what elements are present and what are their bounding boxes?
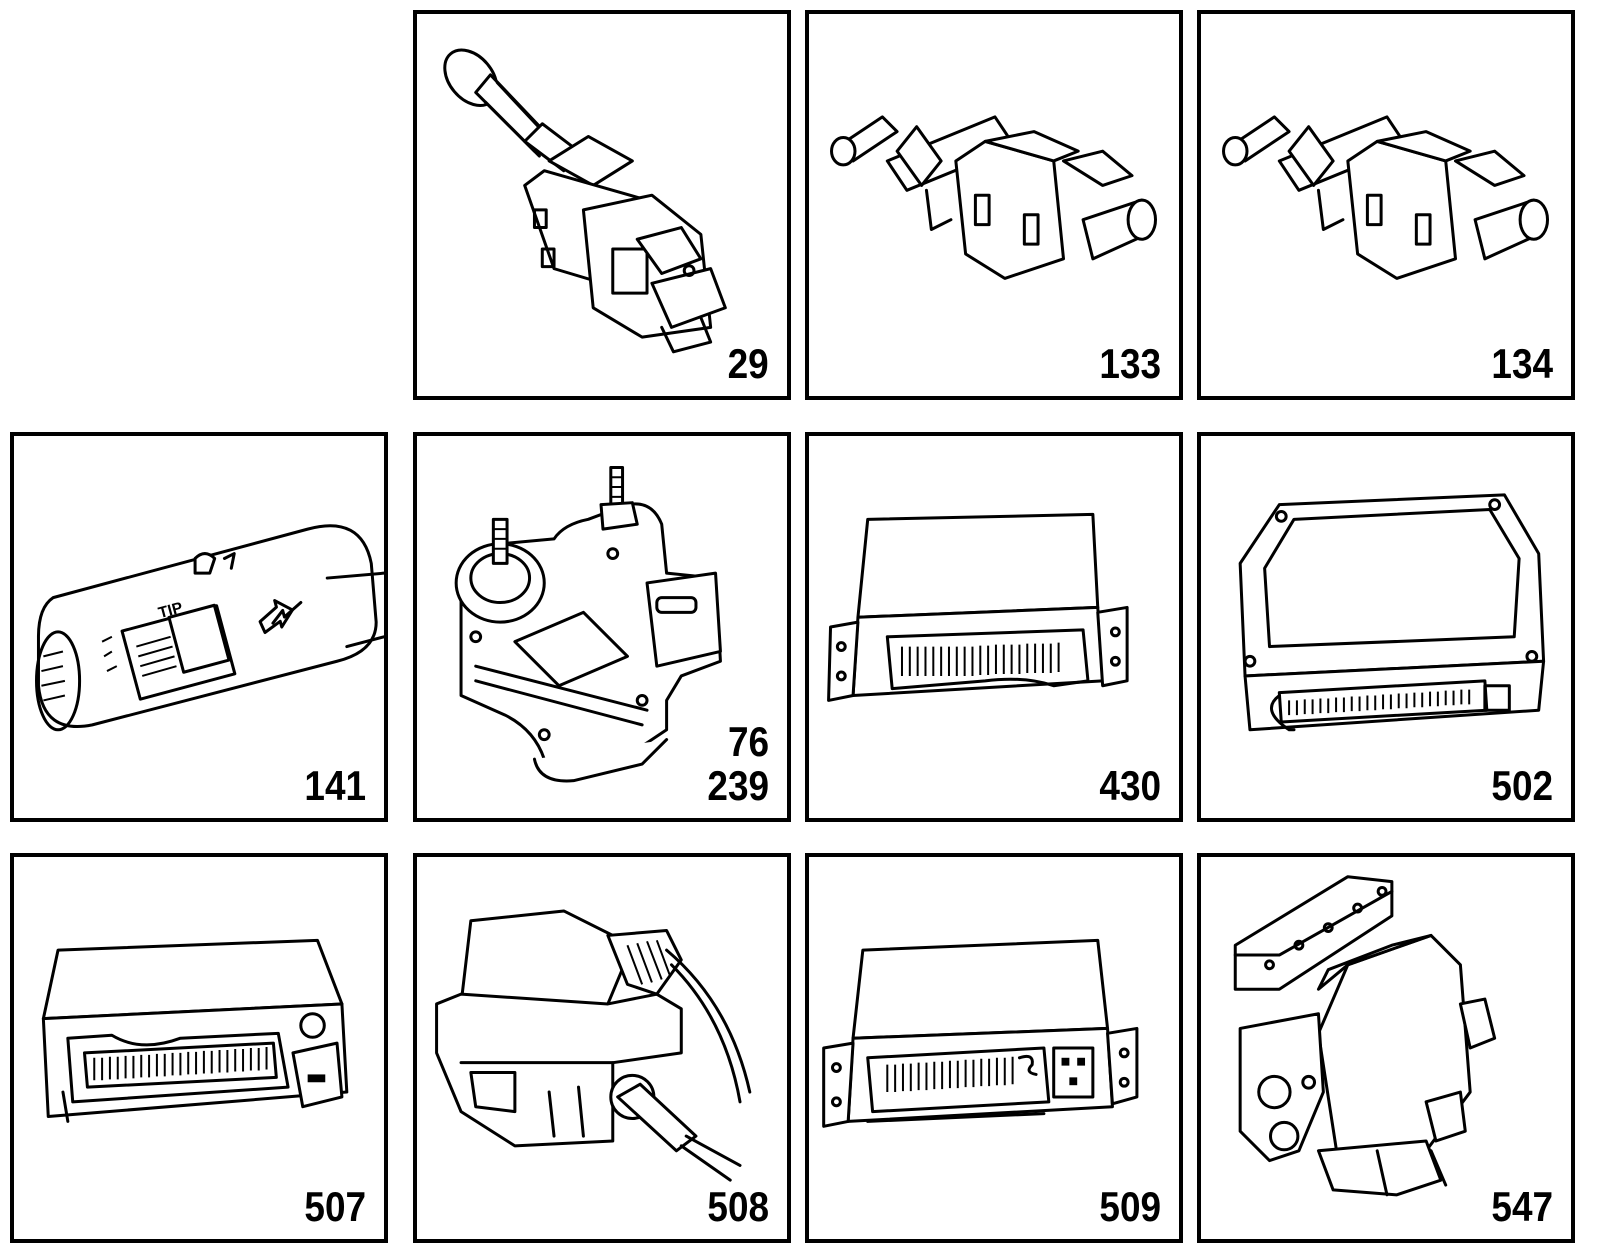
panel-141: TIP 141 xyxy=(10,432,388,822)
panel-547: 547 xyxy=(1197,853,1575,1243)
panel-134: 134 xyxy=(1197,10,1575,400)
airbag-module-illustration xyxy=(417,857,787,1239)
panel-133: 133 xyxy=(805,10,1183,400)
part-number-label: 430 xyxy=(1099,762,1161,809)
engine-control-module-illustration xyxy=(1201,436,1571,818)
panel-430: 430 xyxy=(805,432,1183,822)
brake-switch-illustration xyxy=(417,14,787,396)
part-number-label: 547 xyxy=(1491,1183,1553,1230)
throttle-potentiometer-illustration xyxy=(417,436,787,818)
control-unit-illustration xyxy=(809,436,1179,818)
control-unit-illustration xyxy=(809,857,1179,1239)
tip-text: TIP xyxy=(157,599,185,622)
control-unit-illustration xyxy=(14,857,384,1239)
panel-508: 508 xyxy=(413,853,791,1243)
part-number-label: 29 xyxy=(727,340,769,387)
pedal-switch-illustration xyxy=(1201,14,1571,396)
part-number-label: 507 xyxy=(304,1183,366,1230)
part-number-label: 141 xyxy=(304,762,366,809)
panel-507: 507 xyxy=(10,853,388,1243)
panel-509: 509 xyxy=(805,853,1183,1243)
pedal-switch-illustration xyxy=(809,14,1179,396)
part-number-label: 502 xyxy=(1491,762,1553,809)
part-number-label: 134 xyxy=(1491,340,1553,387)
panel-29: 29 xyxy=(413,10,791,400)
part-number-label: 508 xyxy=(707,1183,769,1230)
abs-hydraulic-unit-illustration xyxy=(1201,857,1571,1239)
part-number-label: 509 xyxy=(1099,1183,1161,1230)
part-number-label: 133 xyxy=(1099,340,1161,387)
panel-502: 502 xyxy=(1197,432,1575,822)
indicator-stalk-illustration: TIP xyxy=(14,436,384,818)
